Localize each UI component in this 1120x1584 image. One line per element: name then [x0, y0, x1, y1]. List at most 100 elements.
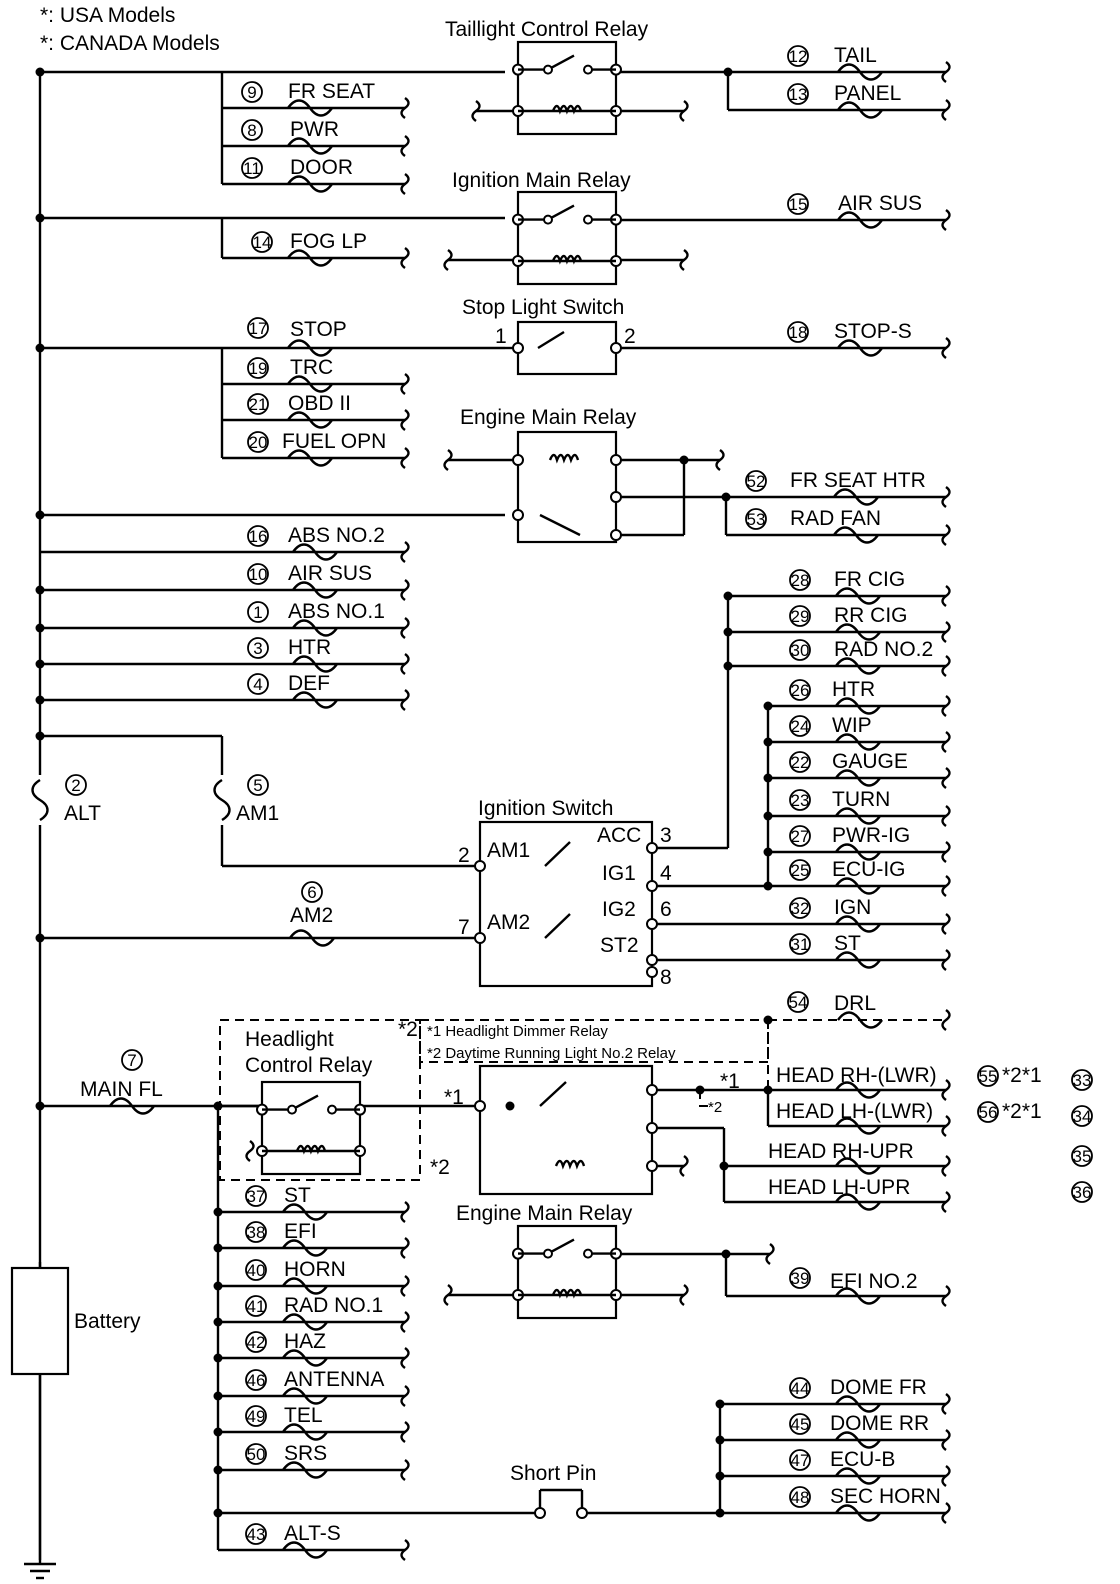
- wire-break: [400, 541, 410, 563]
- fuse-right-22-number: 22: [791, 753, 810, 772]
- stop-switch-pin-1: 1: [495, 325, 507, 348]
- fuse-air-sus-left-number: 10: [249, 565, 268, 584]
- fuse-trc-number: 19: [249, 359, 268, 378]
- fuse-bottom-41-number: 41: [247, 1297, 266, 1316]
- ignition-switch-title: Ignition Switch: [478, 797, 613, 820]
- fuse-right-52-number-circle: [745, 470, 767, 492]
- terminal: [646, 966, 658, 978]
- wire-break: [400, 653, 410, 675]
- fuse-abs-no1-label: ABS NO.1: [288, 600, 385, 623]
- fuse-right-31-label: ST: [834, 932, 861, 955]
- head-fuse-2-num-b: 34: [1073, 1107, 1092, 1126]
- wire-break: [941, 767, 951, 789]
- fuse-element: [287, 99, 333, 117]
- junction-dot: [35, 695, 45, 705]
- wire-break: [245, 1140, 255, 1162]
- ign-switch-am2-contact: [544, 913, 571, 939]
- fuse-right-25-number: 25: [791, 861, 810, 880]
- head-fuse-4-num-b-circle: [1071, 1181, 1093, 1203]
- fuse-element: [282, 1387, 328, 1405]
- engine-main-relay-top-title: Engine Main Relay: [460, 406, 637, 429]
- wire-break: [941, 585, 951, 607]
- stop-light-switch-box: [516, 320, 618, 376]
- fuse-element: [833, 488, 879, 506]
- fuse-right-48-label: SEC HORN: [830, 1485, 941, 1508]
- fuse-bottom-38-label: EFI: [284, 1220, 317, 1243]
- junction-dot: [719, 1161, 729, 1171]
- headlight-relay-title-1: Headlight: [245, 1028, 334, 1051]
- terminal: [646, 1084, 658, 1096]
- fuse-element: [833, 526, 879, 544]
- head-fuse-1-num-a-circle: [977, 1065, 999, 1087]
- fuse-right-54-number: 54: [789, 993, 808, 1012]
- head-fuse-2-num-b-circle: [1071, 1105, 1093, 1127]
- junction-dot: [763, 773, 773, 783]
- fuse-bottom-42-label: HAZ: [284, 1330, 326, 1353]
- fuse-bottom-38-number: 38: [247, 1223, 266, 1242]
- wire-break: [941, 913, 951, 935]
- fuse-right-24-number-circle: [789, 715, 811, 737]
- fuse-right-15-number-circle: [787, 193, 809, 215]
- fuse-trc-number-circle: [247, 357, 269, 379]
- wire-break: [400, 1275, 410, 1297]
- fuse-right-23-number-circle: [789, 789, 811, 811]
- fuse-element: [835, 915, 881, 933]
- fuse-right-26-number: 26: [791, 681, 810, 700]
- head-fuse-3-num-b-circle: [1071, 1145, 1093, 1167]
- headlight-relay-title-2: Control Relay: [245, 1054, 373, 1077]
- fuse-stop-number: 17: [249, 319, 268, 338]
- am1-fuse-number: 5: [253, 776, 262, 795]
- fuse-htr-left-number-circle: [247, 637, 269, 659]
- fuse-def-label: DEF: [288, 672, 330, 695]
- fuse-right-12-number: 12: [789, 47, 808, 66]
- terminal: [610, 342, 622, 354]
- junction-dot: [213, 1508, 223, 1518]
- wire-break: [400, 617, 410, 639]
- wire-break: [679, 1284, 689, 1306]
- terminal: [474, 1100, 486, 1112]
- terminal: [610, 491, 622, 503]
- fuse-element: [287, 249, 333, 267]
- fuse-element: [835, 623, 881, 641]
- fuse-element: [835, 769, 881, 787]
- fuse-fuel-opn-label: FUEL OPN: [282, 430, 386, 453]
- fuse-element: [292, 619, 338, 637]
- fuse-bottom-50-number-circle: [245, 1443, 267, 1465]
- wire-break: [941, 1115, 951, 1137]
- head-fuse-4-num-b: 36: [1073, 1183, 1092, 1202]
- legend-usa: *: USA Models: [40, 4, 175, 27]
- wire-break: [400, 1459, 410, 1481]
- stop-switch-pin-2: 2: [624, 325, 636, 348]
- terminal: [646, 842, 658, 854]
- fuse-bottom-50-label: SRS: [284, 1442, 327, 1465]
- fuse-bottom-40-label: HORN: [284, 1258, 346, 1281]
- terminal: [512, 342, 524, 354]
- fuse-abs-no2-number-circle: [247, 525, 269, 547]
- ignition-main-relay-contact-point: [583, 214, 593, 225]
- alt-fuse-number-circle: [65, 774, 87, 796]
- ign-switch-ig2: IG2: [602, 898, 636, 921]
- junction-dot: [35, 343, 45, 353]
- head-fuse-4-label: HEAD LH-UPR: [768, 1176, 910, 1199]
- fuse-right-47-number: 47: [791, 1451, 810, 1470]
- ignition-main-relay-title: Ignition Main Relay: [452, 169, 631, 192]
- ign-switch-pin-8: 8: [660, 966, 672, 989]
- junction-dot: [721, 492, 731, 502]
- head-fuse-2-num-a-circle: [977, 1101, 999, 1123]
- fuse-abs-no2-label: ABS NO.2: [288, 524, 385, 547]
- wire-break: [941, 99, 951, 121]
- junction-dot: [763, 847, 773, 857]
- fuse-door-label: DOOR: [290, 156, 353, 179]
- fuse-right-31-number: 31: [791, 935, 810, 954]
- junction-dot: [35, 731, 45, 741]
- fuse-right-22-number-circle: [789, 751, 811, 773]
- fuse-right-48-number: 48: [791, 1488, 810, 1507]
- fuse-fr-seat-label: FR SEAT: [288, 80, 375, 103]
- fuse-right-53-number-circle: [745, 508, 767, 530]
- head-fuse-1-stars: *2*1: [1002, 1064, 1042, 1087]
- wire-break: [400, 1311, 410, 1333]
- fuse-right-13-number: 13: [789, 85, 808, 104]
- fuse-bottom-49-number-circle: [245, 1405, 267, 1427]
- wire-break: [400, 1385, 410, 1407]
- wire-break: [941, 1465, 951, 1487]
